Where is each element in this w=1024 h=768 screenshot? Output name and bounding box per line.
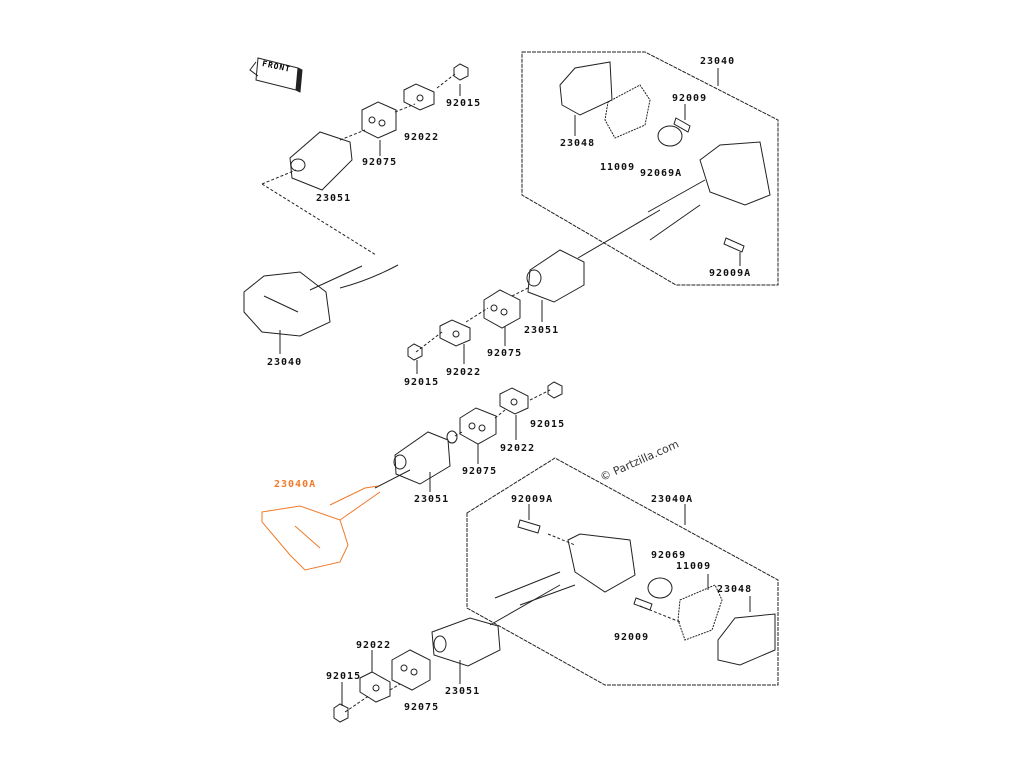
assembly-lines	[374, 209, 661, 626]
bulb-92069A	[657, 125, 683, 147]
turn-signal-23040A-exploded	[494, 533, 636, 606]
part-label-11009[interactable]: 11009	[600, 162, 636, 173]
screw-92009A-b	[517, 519, 541, 534]
lens-23048-b	[717, 613, 776, 666]
nut-92015-a	[453, 63, 469, 81]
part-label-23051[interactable]: 23051	[316, 193, 352, 204]
part-label-92015[interactable]: 92015	[446, 98, 482, 109]
plate-92022-d	[359, 671, 391, 703]
part-label-23048[interactable]: 23048	[560, 138, 596, 149]
part-label-92075[interactable]: 92075	[362, 157, 398, 168]
part-label-92022[interactable]: 92022	[500, 443, 536, 454]
part-label-23040[interactable]: 23040	[700, 56, 736, 67]
group-frame-23040	[521, 51, 779, 286]
part-label-23040A[interactable]: 23040A	[651, 494, 694, 505]
screw-92009-b	[633, 597, 653, 611]
turn-signal-body-23051-b	[526, 249, 585, 303]
turn-signal-body-23051-c	[393, 430, 458, 485]
part-label-92009[interactable]: 92009	[614, 632, 650, 643]
part-label-92015[interactable]: 92015	[530, 419, 566, 430]
part-label-23040[interactable]: 23040	[267, 357, 303, 368]
turn-signal-23040-right	[647, 141, 771, 241]
gasket-11009-b	[677, 584, 723, 641]
damper-92075-b	[483, 289, 521, 329]
part-label-92075[interactable]: 92075	[462, 466, 498, 477]
damper-92075-d	[391, 649, 431, 691]
part-label-23040A-highlighted[interactable]: 23040A	[274, 479, 317, 490]
part-label-92069A[interactable]: 92069A	[640, 168, 683, 179]
part-label-92009[interactable]: 92009	[672, 93, 708, 104]
screw-92009-a	[673, 117, 691, 133]
turn-signal-23040-left	[243, 264, 399, 337]
part-label-23051[interactable]: 23051	[445, 686, 481, 697]
part-label-23051[interactable]: 23051	[524, 325, 560, 336]
part-label-92022[interactable]: 92022	[446, 367, 482, 378]
part-label-11009[interactable]: 11009	[676, 561, 712, 572]
part-label-92015[interactable]: 92015	[326, 671, 362, 682]
bulb-92069	[647, 577, 673, 599]
nut-92015-d	[333, 703, 349, 723]
plate-92022-c	[499, 387, 529, 415]
turn-signal-body-23051-a	[289, 131, 353, 191]
plate-92022-b	[439, 319, 471, 347]
part-label-92009A[interactable]: 92009A	[511, 494, 554, 505]
damper-92075-a	[361, 101, 397, 139]
front-arrow-icon	[249, 57, 303, 93]
part-label-92015[interactable]: 92015	[404, 377, 440, 388]
part-label-92022[interactable]: 92022	[356, 640, 392, 651]
part-label-92075[interactable]: 92075	[404, 702, 440, 713]
nut-92015-c	[547, 381, 563, 399]
label-ticks	[279, 68, 751, 706]
nut-92015-b	[407, 343, 423, 361]
lens-23048-a	[559, 61, 613, 116]
turn-signal-23040A-highlighted	[261, 485, 381, 571]
part-label-23051[interactable]: 23051	[414, 494, 450, 505]
damper-92075-c	[459, 407, 497, 445]
screw-92009A-a	[723, 237, 745, 253]
plate-92022-a	[403, 83, 435, 111]
group-frame-23040A	[466, 457, 779, 686]
part-label-23048[interactable]: 23048	[717, 584, 753, 595]
part-label-92069[interactable]: 92069	[651, 550, 687, 561]
part-label-92075[interactable]: 92075	[487, 348, 523, 359]
part-label-92009A[interactable]: 92009A	[709, 268, 752, 279]
gasket-11009-a	[604, 84, 651, 139]
part-label-92022[interactable]: 92022	[404, 132, 440, 143]
turn-signal-body-23051-d	[431, 617, 501, 667]
